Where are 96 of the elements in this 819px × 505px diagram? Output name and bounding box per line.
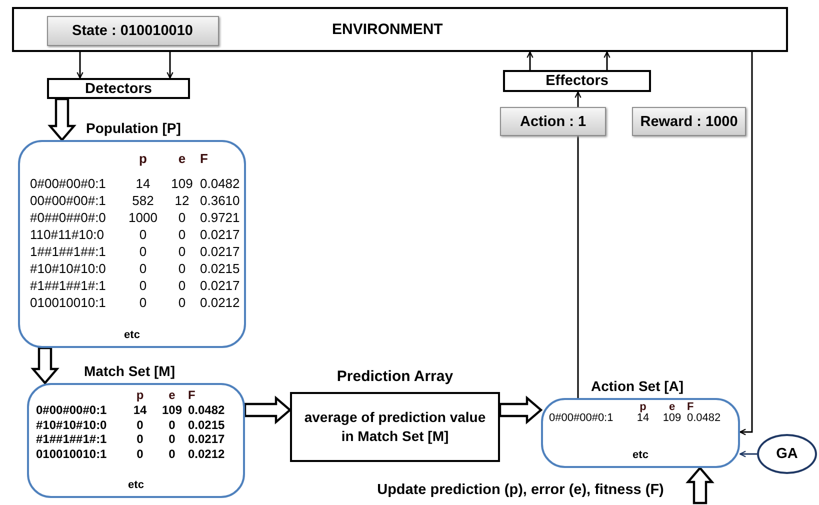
panel-heading: Match Set [M] — [84, 363, 175, 379]
arrow — [76, 52, 84, 79]
classifier-value: 0.0215 — [200, 262, 241, 277]
value-box — [632, 107, 746, 136]
classifier-rule: 110#11#10:0 — [30, 228, 105, 243]
arrow — [166, 52, 174, 79]
classifier-value: 0.0217 — [188, 433, 226, 448]
classifier-value: 0 — [138, 278, 148, 294]
classifier-value: 0 — [138, 296, 148, 310]
classifier-value: 0.0482 — [687, 413, 722, 424]
classifier-value: 14 — [636, 413, 650, 424]
classifier-value: 0 — [138, 262, 148, 277]
classifier-value: 0.0482 — [188, 404, 226, 418]
classifier-rule: 0#00#00#0:1 — [30, 176, 107, 192]
column-header: e — [168, 389, 176, 403]
arrow — [739, 52, 753, 436]
block-arrow — [30, 346, 60, 385]
classifier-value: 0 — [177, 296, 187, 310]
classifier-rule: #10#10#10:0 — [36, 418, 108, 432]
classifier-value: 109 — [662, 413, 682, 424]
column-header: F — [188, 389, 196, 403]
continuation-text: etc — [632, 449, 650, 461]
panel-heading: Prediction Array — [336, 368, 454, 385]
column-header: F — [687, 402, 695, 413]
classifier-value: 0.0217 — [200, 244, 241, 260]
box-label: Effectors — [546, 73, 608, 89]
connector-line — [577, 136, 579, 398]
continuation-text: etc — [127, 479, 145, 491]
classifier-rule: 010010010:1 — [36, 448, 108, 462]
classifier-value: 0 — [168, 433, 176, 448]
component-box — [503, 70, 651, 92]
classifier-rule: 010010010:1 — [30, 296, 107, 310]
classifier-value: 582 — [131, 194, 155, 209]
classifier-value: 109 — [170, 176, 194, 192]
classifier-value: 0.0217 — [200, 228, 241, 243]
classifier-rule: #10#10#10:0 — [30, 262, 107, 277]
arrow — [604, 51, 610, 70]
classifier-value: 12 — [174, 194, 190, 209]
classifier-value: 0 — [136, 448, 144, 462]
classifier-rule: 1##1##1##:1 — [30, 244, 107, 260]
arrow — [526, 51, 534, 70]
column-header: p — [638, 402, 648, 413]
classifier-value: 0.0482 — [200, 176, 241, 192]
classifier-value: 109 — [160, 404, 184, 418]
classifier-rule: 00#00#00#:1 — [30, 194, 107, 209]
classifier-value: 0 — [177, 278, 187, 294]
classifier-value: 0 — [168, 448, 176, 462]
classifier-value: 0 — [177, 228, 187, 243]
classifier-rule: 0#00#00#0:1 — [549, 413, 614, 424]
column-header: e — [177, 152, 187, 167]
box-label: Detectors — [85, 80, 152, 96]
classifier-value: 0.3610 — [200, 194, 241, 209]
box-label: Reward : 1000 — [640, 114, 738, 130]
classifier-value: 0.0212 — [188, 448, 226, 462]
classifier-rule: #0##0##0#:0 — [30, 210, 107, 226]
block-arrow — [48, 98, 76, 142]
classifier-value: 0 — [168, 418, 176, 432]
continuation-text: etc — [123, 329, 141, 341]
block-arrow — [686, 466, 714, 504]
column-header: F — [200, 152, 209, 167]
classifier-value: 0.9721 — [200, 210, 241, 226]
classifier-value: 0 — [136, 433, 144, 448]
update-note: Update prediction (p), error (e), fitness (F) — [377, 482, 664, 498]
value-box — [500, 107, 606, 136]
classifier-rule: 0#00#00#0:1 — [36, 404, 108, 418]
classifier-value: 1000 — [128, 210, 158, 226]
classifier-value: 0 — [177, 210, 187, 226]
column-header: p — [138, 152, 148, 167]
classifier-value: 14 — [132, 404, 148, 418]
classifier-value: 0.0217 — [200, 278, 241, 294]
panel-heading: Population [P] — [86, 120, 181, 136]
classifier-value: 0 — [177, 244, 187, 260]
classifier-value: 0 — [136, 418, 144, 432]
arrow — [739, 450, 757, 458]
classifier-value: 0 — [138, 228, 148, 243]
environment-title: ENVIRONMENT — [332, 21, 443, 38]
panel-heading: Action Set [A] — [591, 378, 684, 394]
component-box — [47, 78, 190, 99]
box-label: Action : 1 — [520, 114, 586, 130]
arrow — [574, 91, 582, 107]
value-box — [46, 16, 218, 46]
classifier-value: 0.0212 — [200, 296, 241, 310]
classifier-value: 14 — [134, 176, 152, 192]
block-arrow — [244, 396, 292, 424]
column-header: p — [135, 389, 145, 403]
process-label: GA — [776, 446, 798, 462]
classifier-rule: #1##1##1#:1 — [30, 278, 107, 294]
environment-box — [12, 7, 788, 52]
classifier-value: 0.0215 — [188, 418, 226, 432]
classifier-rule: #1##1##1#:1 — [36, 433, 108, 448]
prediction-description: average of prediction value in Match Set [M] — [303, 408, 487, 446]
box-label: State : 010010010 — [72, 22, 193, 38]
classifier-value: 0 — [177, 262, 187, 277]
column-header: e — [668, 402, 676, 413]
classifier-value: 0 — [138, 244, 148, 260]
block-arrow — [498, 396, 543, 424]
